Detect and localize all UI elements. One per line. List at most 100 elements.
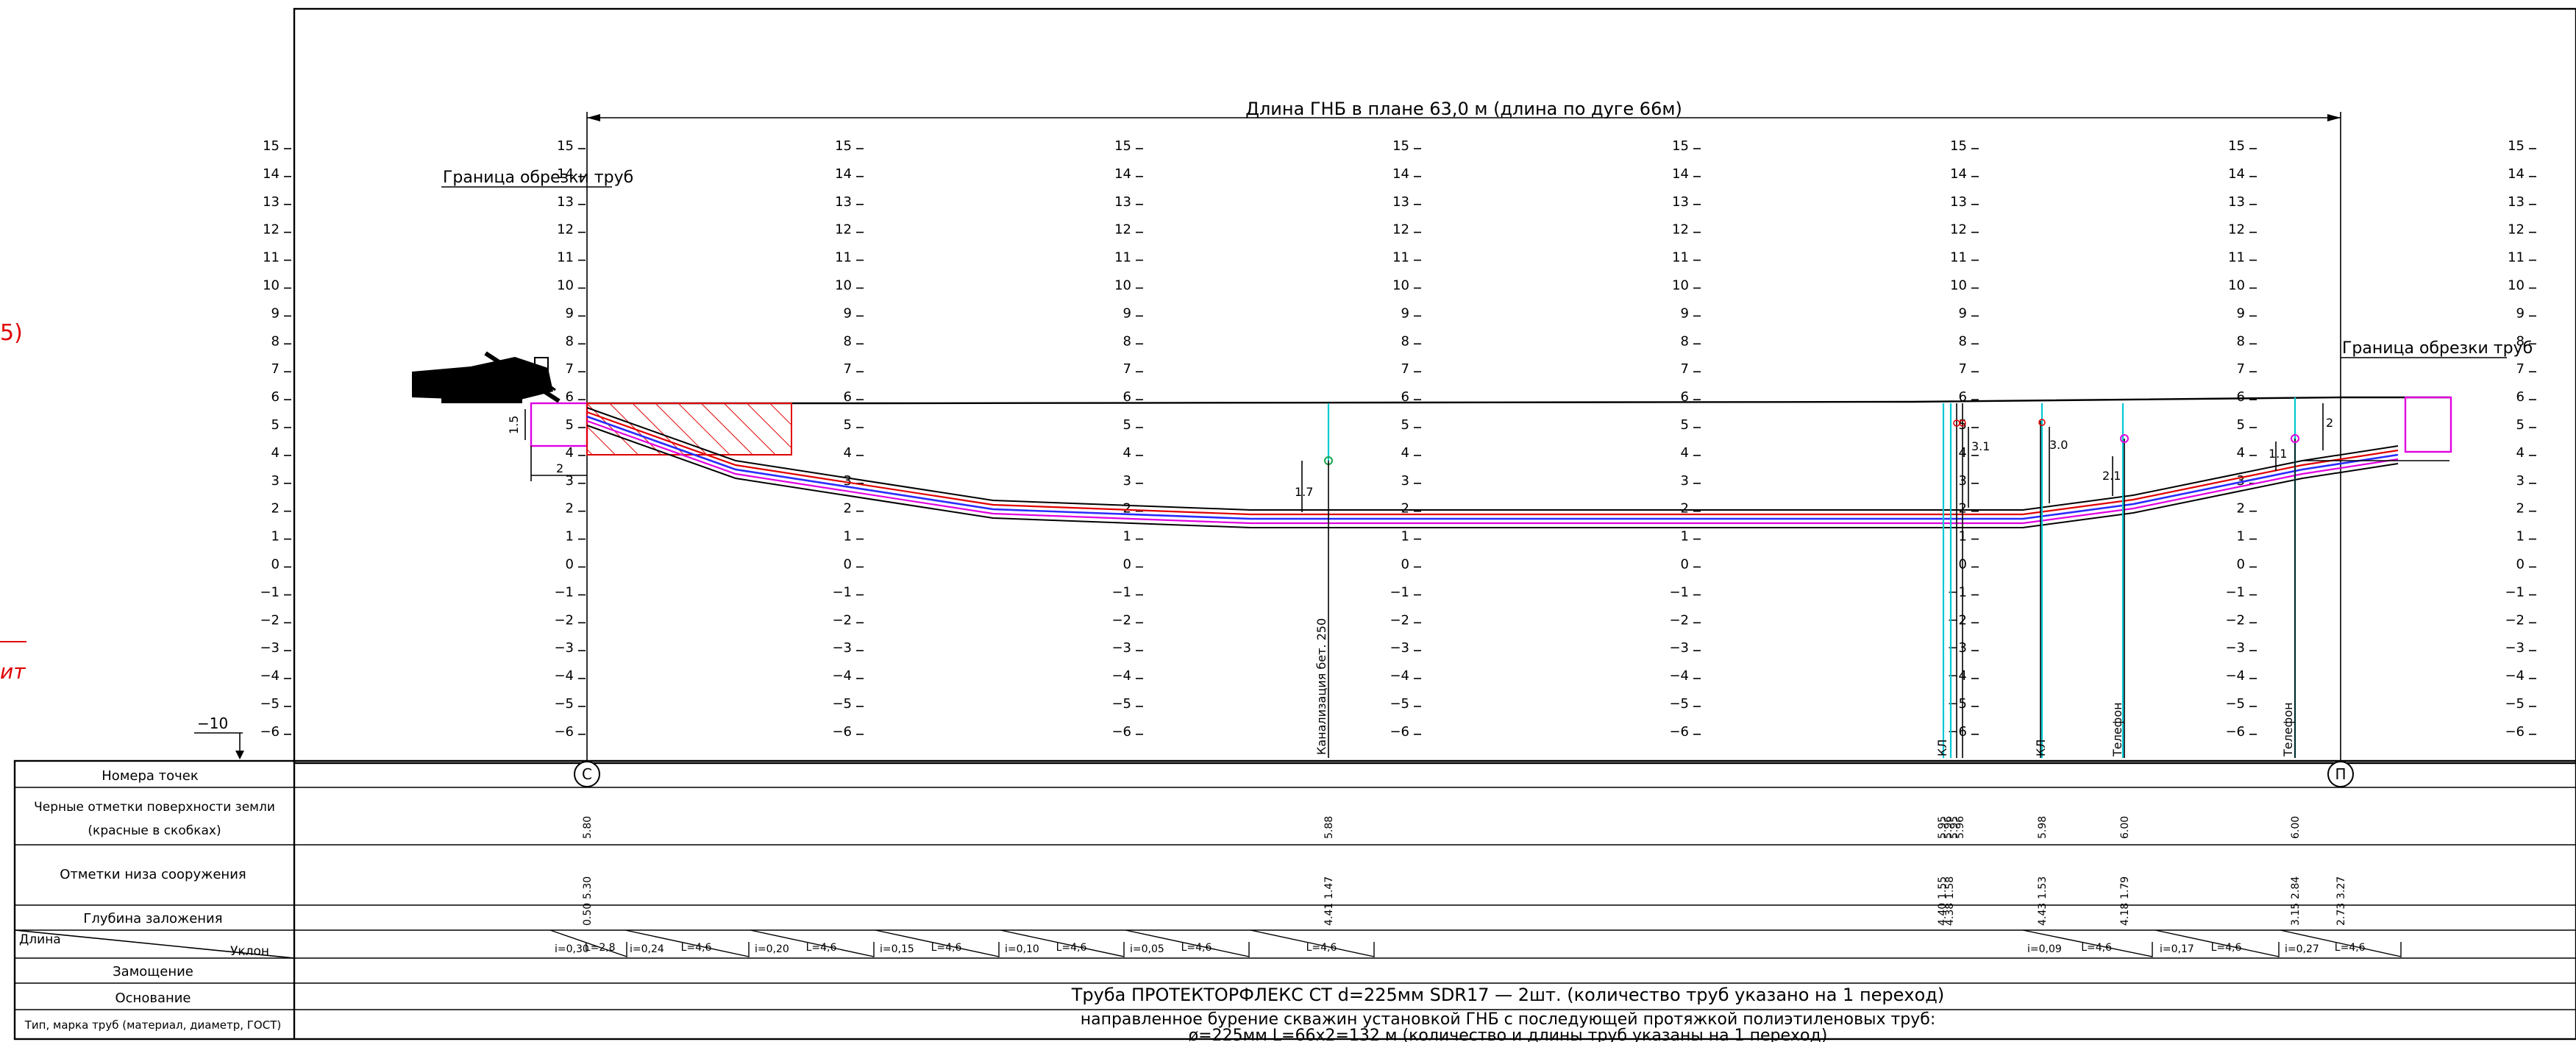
segment-length: L=4,6: [2081, 942, 2112, 954]
scale-tick-label: 0: [2237, 557, 2245, 573]
profile-table: Номера точек Черные отметки поверхности …: [13, 759, 2576, 1042]
scale-tick-label: 11: [2228, 250, 2245, 266]
scale-tick-label: 8: [2237, 333, 2245, 349]
scale-tick-label: 11: [263, 250, 280, 266]
scale-tick-label: 11: [1114, 250, 1131, 266]
scale-tick-label: 3: [844, 473, 852, 489]
pit-width-label: 2: [556, 461, 563, 475]
segment-length: L=4,6: [931, 942, 962, 954]
scale-tick-label: 7: [1681, 361, 1689, 377]
scale-tick-label: 5: [1681, 417, 1689, 433]
utility-kl-1-depth: 3.1: [1971, 439, 1990, 453]
scale-tick-label: 14: [557, 166, 574, 182]
utility-kl-3-depth: 3.0: [2049, 438, 2068, 452]
ground-mark: 5.95: [1949, 816, 1960, 839]
segment-wedge: [2280, 929, 2402, 957]
scale-tick-label: −6: [2505, 724, 2525, 740]
row-label-base: Основание: [115, 990, 191, 1006]
scale-tick-label: 2: [271, 501, 280, 517]
utility-phone-2-name: Телефон: [2281, 702, 2295, 757]
scale-tick-label: 14: [1114, 166, 1131, 182]
depth-mark: 4.41: [1323, 903, 1335, 926]
scale-tick-label: 7: [271, 361, 280, 377]
ground-mark: 5.98: [2037, 816, 2049, 839]
scale-tick-label: 4: [566, 445, 574, 461]
bottom-mark: 5.30: [582, 876, 594, 899]
scale-tick-label: 11: [2508, 250, 2525, 266]
scale-tick-label: 10: [2508, 278, 2525, 294]
scale-tick-label: 13: [1392, 194, 1409, 210]
scale-tick-label: 2: [2237, 501, 2245, 517]
scale-tick-label: 5: [1401, 417, 1409, 433]
scale-tick-label: 12: [1392, 222, 1409, 238]
scale-tick-label: −6: [1390, 724, 1409, 740]
scale-tick-label: 12: [1114, 222, 1131, 238]
row-label-bottom: Отметки низа сооружения: [60, 867, 246, 882]
scale-tick-label: 6: [1959, 389, 1967, 405]
scale-tick-label: 0: [566, 557, 574, 573]
margin-fragment-1: 5): [0, 320, 23, 346]
row-label-points: Номера точек: [102, 768, 199, 784]
pipe-red-line: [586, 411, 2399, 516]
scale-tick-label: 2: [1681, 501, 1689, 517]
pipe-text-2: ø=225мм L=66х2=132 м (количество и длины…: [1189, 1027, 1828, 1042]
scale-tick-label: 6: [1123, 389, 1131, 405]
scale-tick-label: −6: [1111, 724, 1131, 740]
scale-tick-label: −4: [2505, 668, 2525, 684]
scale-tick-label: −2: [832, 612, 852, 628]
scale-tick-label: 9: [1681, 305, 1689, 321]
scale-tick-label: 7: [1401, 361, 1409, 377]
scale-tick-label: 13: [263, 194, 280, 210]
segment-slope: i=0,17: [2160, 943, 2194, 955]
ground-mark: 6.00: [2290, 816, 2302, 839]
scale-tick-label: −2: [260, 612, 280, 628]
scale-tick-label: −5: [832, 696, 852, 712]
scale-tick-label: 14: [2228, 166, 2245, 182]
scale-tick-label: −2: [2505, 612, 2525, 628]
depth-mark: 3.15: [2290, 903, 2302, 926]
scale-tick-label: 3: [2516, 473, 2525, 489]
scale-tick-label: 0: [1401, 557, 1409, 573]
scale-tick-label: 9: [2516, 305, 2525, 321]
scale-tick-label: 5: [2237, 417, 2245, 433]
scale-tick-label: 9: [1959, 305, 1967, 321]
scale-tick-label: 13: [2228, 194, 2245, 210]
scale-tick-label: 12: [263, 222, 280, 238]
scale-tick-label: −6: [832, 724, 852, 740]
scale-tick-label: −1: [260, 584, 280, 600]
scale-tick-label: 2: [1401, 501, 1409, 517]
scale-tick-label: 7: [1123, 361, 1131, 377]
utility-sewer-name: Канализация бет. 250: [1314, 618, 1328, 755]
bottom-mark: 1.79: [2119, 876, 2131, 899]
ground-mark: 5.96: [1943, 816, 1954, 839]
segment-slope: i=0,30: [555, 943, 589, 955]
segment-slope: i=0,27: [2285, 943, 2319, 955]
segment-slope: i=0,09: [2027, 943, 2062, 955]
ground-surface-line: [587, 396, 2449, 405]
scale-tick-label: 5: [566, 417, 574, 433]
scale-tick-label: 3: [271, 473, 280, 489]
scale-tick-label: 7: [1959, 361, 1967, 377]
scale-tick-label: −6: [2225, 724, 2245, 740]
utility-kl-3-name: КЛ: [2034, 740, 2048, 756]
exit-pit: [2404, 396, 2452, 453]
scale-tick-label: 0: [1681, 557, 1689, 573]
scale-tick-label: −5: [1669, 696, 1689, 712]
drawing-frame: [293, 7, 2576, 765]
scale-tick-label: −4: [554, 668, 574, 684]
scale-tick-label: −2: [1669, 612, 1689, 628]
scale-tick-label: 1: [2516, 529, 2525, 545]
row-label-slope: Уклон: [230, 944, 269, 959]
scale-tick-label: −5: [1390, 696, 1409, 712]
scale-tick-label: 12: [557, 222, 574, 238]
scale-tick-label: 13: [557, 194, 574, 210]
scale-tick-label: 8: [844, 333, 852, 349]
scale-tick-label: 10: [2228, 278, 2245, 294]
segment-wedge: [1250, 929, 1375, 957]
segment-length: L=4,6: [1181, 942, 1212, 954]
segment-length: L=4,6: [1306, 942, 1337, 954]
entry-pit: [530, 402, 588, 447]
row-label-paving: Замощение: [113, 964, 193, 979]
bottom-mark: 1.53: [2037, 876, 2049, 899]
